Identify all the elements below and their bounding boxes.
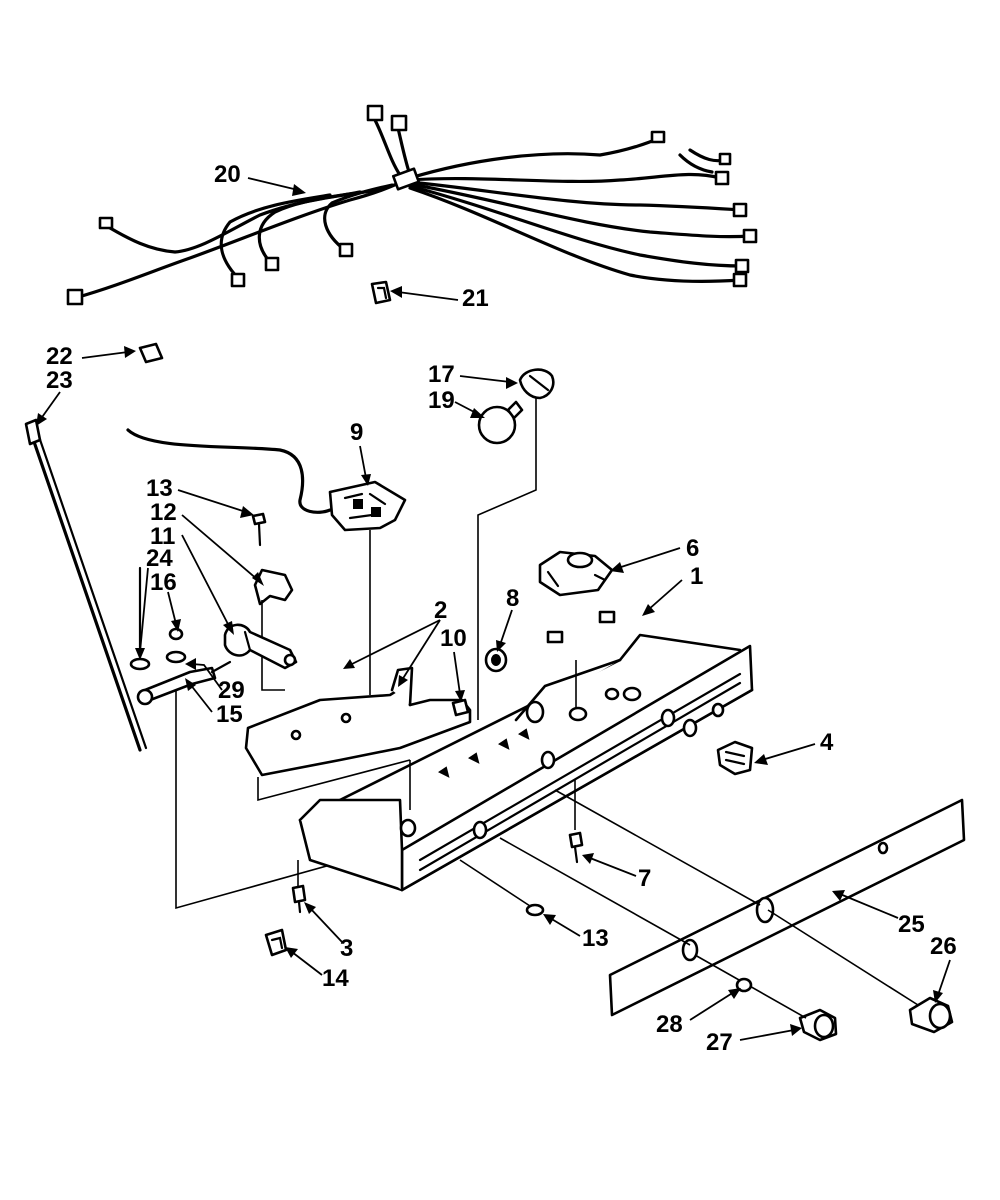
control-knob-11: [223, 623, 298, 670]
clip-14: [264, 928, 288, 957]
front-panel-25: [499, 789, 966, 1017]
callout-3: 3: [340, 935, 353, 962]
leader-arrows: [36, 177, 951, 1041]
callout-22: 22: [46, 343, 73, 370]
callout-19: 19: [428, 387, 455, 414]
callout-29: 29: [218, 677, 245, 704]
screw-13-top: [251, 512, 267, 547]
callout-25: 25: [898, 911, 925, 938]
screw-7: [568, 780, 584, 864]
callout-16: 16: [150, 569, 177, 596]
callout-28: 28: [656, 1011, 683, 1038]
callout-6: 6: [686, 535, 699, 562]
timer-6: [538, 550, 614, 597]
callout-1: 1: [690, 563, 703, 590]
mounting-plate-2: [244, 666, 472, 802]
callout-4: 4: [820, 729, 834, 756]
knob-27: [694, 954, 838, 1042]
callout-24: 24: [146, 545, 173, 572]
callout-15: 15: [216, 701, 243, 728]
callout-8: 8: [506, 585, 519, 612]
linkage-15: [136, 660, 232, 706]
callout-12: 12: [150, 499, 177, 526]
grommet-8: [484, 647, 508, 673]
light-bulb-19: [477, 400, 524, 445]
callout-21: 21: [462, 285, 489, 312]
knob-26: [767, 909, 954, 1034]
control-housing-1: [298, 610, 754, 892]
clip-part-22: [138, 342, 164, 364]
bracket-12: [253, 568, 294, 691]
callout-7: 7: [638, 865, 651, 892]
control-rod-23: [24, 418, 148, 752]
callout-labels: 20 21 22 23 17 19 9 13 12 11 24 16 29 15…: [46, 161, 957, 1056]
screw-10: [451, 698, 470, 717]
screw-3: [291, 860, 307, 914]
callout-10: 10: [440, 625, 467, 652]
lamp-socket-17: [477, 368, 555, 720]
callout-27: 27: [706, 1029, 733, 1056]
callout-20: 20: [214, 161, 241, 188]
screw-13-bottom: [459, 859, 545, 917]
callout-26: 26: [930, 933, 957, 960]
nut-28: [735, 977, 753, 993]
callout-9: 9: [350, 419, 363, 446]
callout-14: 14: [322, 965, 349, 992]
callout-23: 23: [46, 367, 73, 394]
callout-13-top: 13: [146, 475, 173, 502]
screw-16: [165, 627, 187, 664]
thermostat-9: [126, 428, 407, 695]
callout-13-bottom: 13: [582, 925, 609, 952]
callout-2: 2: [434, 597, 447, 624]
callout-11: 11: [150, 523, 175, 550]
clip-part-21: [370, 280, 392, 305]
callout-17: 17: [428, 361, 455, 388]
wire-harness: [66, 104, 758, 306]
switch-4: [716, 740, 754, 776]
